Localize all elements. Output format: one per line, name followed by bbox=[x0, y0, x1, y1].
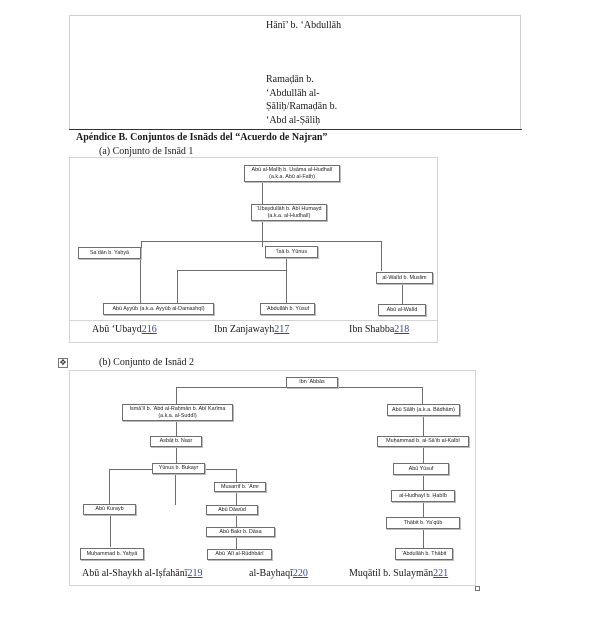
set2-caption: (b) Conjunto de Isnād 2 bbox=[99, 357, 194, 368]
tree-edge bbox=[236, 469, 237, 482]
tree-edge bbox=[176, 387, 177, 404]
tree-edge bbox=[236, 515, 237, 527]
narrator-text: Ramaḍān b. bbox=[266, 74, 314, 85]
narrator-node: Abū al-Walīd bbox=[378, 304, 426, 316]
tree-edge bbox=[286, 258, 287, 303]
narrator-node: Abū ‘Alī al-Rūdhbārī bbox=[207, 549, 272, 560]
footnote-link[interactable]: 218 bbox=[394, 324, 410, 335]
narrator-node: Asbāṭ b. Naṣr bbox=[150, 436, 202, 447]
tree-edge bbox=[177, 270, 287, 271]
table-cell bbox=[69, 15, 521, 129]
appendix-heading: Apéndice B. Conjuntos de Isnāds del “Acu… bbox=[76, 132, 328, 143]
footnote-link[interactable]: 221 bbox=[433, 568, 449, 579]
isnad-set-1-figure: Abū al-Malīḥ b. Usāma al-Hudhalī (a.k.a.… bbox=[69, 157, 438, 343]
citation: Muqātil b. Sulaymān221 bbox=[349, 568, 449, 579]
narrator-node: Abū Kurayb bbox=[83, 504, 136, 515]
citation: Abū al-Shaykh al-Iṣfahānī219 bbox=[82, 568, 203, 579]
tree-edge bbox=[381, 241, 382, 271]
tree-edge bbox=[141, 241, 382, 242]
move-icon[interactable]: ✥ bbox=[58, 358, 68, 368]
tree-edge bbox=[422, 387, 423, 404]
tree-edge bbox=[110, 515, 111, 547]
citation: Ibn Zanjawayh217 bbox=[214, 324, 290, 335]
tree-edge bbox=[423, 529, 424, 548]
tree-edge bbox=[402, 284, 403, 304]
tree-edge bbox=[176, 447, 177, 463]
narrator-node: Thābit b. Ya‘qūb bbox=[386, 517, 460, 529]
narrator-text: ‘Abdullāh al- bbox=[266, 87, 320, 99]
tree-edge bbox=[262, 221, 263, 247]
tree-edge bbox=[175, 474, 176, 505]
table-bottom-rule bbox=[69, 129, 522, 130]
narrator-text: ‘Abd al-Ṣāliḥ bbox=[266, 114, 321, 126]
tree-edge bbox=[262, 182, 263, 204]
narrator-text: Ṣāliḥ/Ramaḍān b. bbox=[266, 101, 338, 112]
tree-edge bbox=[236, 537, 237, 549]
figure-divider bbox=[70, 320, 437, 321]
citation: Ibn Shabba218 bbox=[349, 324, 410, 335]
narrator-node: ‘Abdullāh b. Yūsuf bbox=[260, 303, 315, 315]
tree-edge bbox=[423, 416, 424, 436]
set1-caption: (a) Conjunto de Isnād 1 bbox=[99, 146, 194, 157]
narrator-node: Sa‘dān b. Yaḥyā bbox=[78, 247, 141, 259]
resize-handle-icon[interactable] bbox=[475, 586, 480, 591]
narrator-node: al-Hudhayl b. Ḥabīb bbox=[391, 490, 455, 502]
footnote-link[interactable]: 219 bbox=[187, 568, 203, 579]
narrator-node: Muḥammad b. Yaḥyā bbox=[80, 548, 144, 560]
narrator-node: ‘Abdullāh b. Thābit bbox=[395, 548, 453, 560]
footnote-link[interactable]: 216 bbox=[141, 324, 157, 335]
narrator-node: Abū Ṣāliḥ (a.k.a. Bādhām) bbox=[387, 404, 460, 416]
tree-edge bbox=[140, 259, 141, 303]
tree-edge bbox=[176, 421, 177, 436]
narrator-node: ‘Ubaydullāh b. Abī Ḥumayd (a.k.a. al-Hud… bbox=[251, 204, 327, 221]
narrator-node: Abū al-Malīḥ b. Usāma al-Hudhalī (a.k.a.… bbox=[244, 165, 340, 182]
tree-edge bbox=[236, 492, 237, 505]
narrator-node: Ismā‘īl b. ‘Abd al-Raḥmān b. Abī Karīma … bbox=[122, 404, 233, 421]
footnote-link[interactable]: 217 bbox=[274, 324, 290, 335]
tree-edge bbox=[423, 475, 424, 490]
narrator-text: Hānī’ b. ‘Abdullāh bbox=[266, 20, 342, 31]
narrator-node: Abū Dāwūd bbox=[206, 505, 258, 515]
narrator-node: Musarrif b. ‘Amr bbox=[214, 482, 266, 492]
narrator-node: Yūnus b. Bukayr bbox=[152, 463, 205, 474]
citation: al-Bayhaqī220 bbox=[249, 568, 308, 579]
narrator-node: Abū Bakr b. Dāsa bbox=[206, 527, 275, 537]
tree-edge bbox=[109, 469, 110, 504]
narrator-node: Muḥammad b. al-Sā’ib al-Kalbī bbox=[377, 436, 469, 447]
citation: Abū ‘Ubayd216 bbox=[92, 324, 157, 335]
tree-edge bbox=[423, 502, 424, 517]
narrator-node: ‘Īsā b. Yūnus bbox=[265, 246, 318, 258]
narrator-node: al-Walīd b. Muslim bbox=[376, 272, 433, 284]
footnote-link[interactable]: 220 bbox=[292, 568, 308, 579]
isnad-set-2-figure: Ibn ‘Abbās Ismā‘īl b. ‘Abd al-Raḥmān b. … bbox=[69, 370, 476, 586]
narrator-node: Abū Yūsuf bbox=[393, 463, 449, 475]
tree-edge bbox=[423, 447, 424, 463]
narrator-node: Ibn ‘Abbās bbox=[286, 377, 338, 388]
tree-edge bbox=[141, 241, 142, 248]
narrator-node: Abū Ayyūb (a.k.a. Ayyūb al-Damashqī) bbox=[103, 303, 214, 315]
tree-edge bbox=[177, 270, 178, 303]
